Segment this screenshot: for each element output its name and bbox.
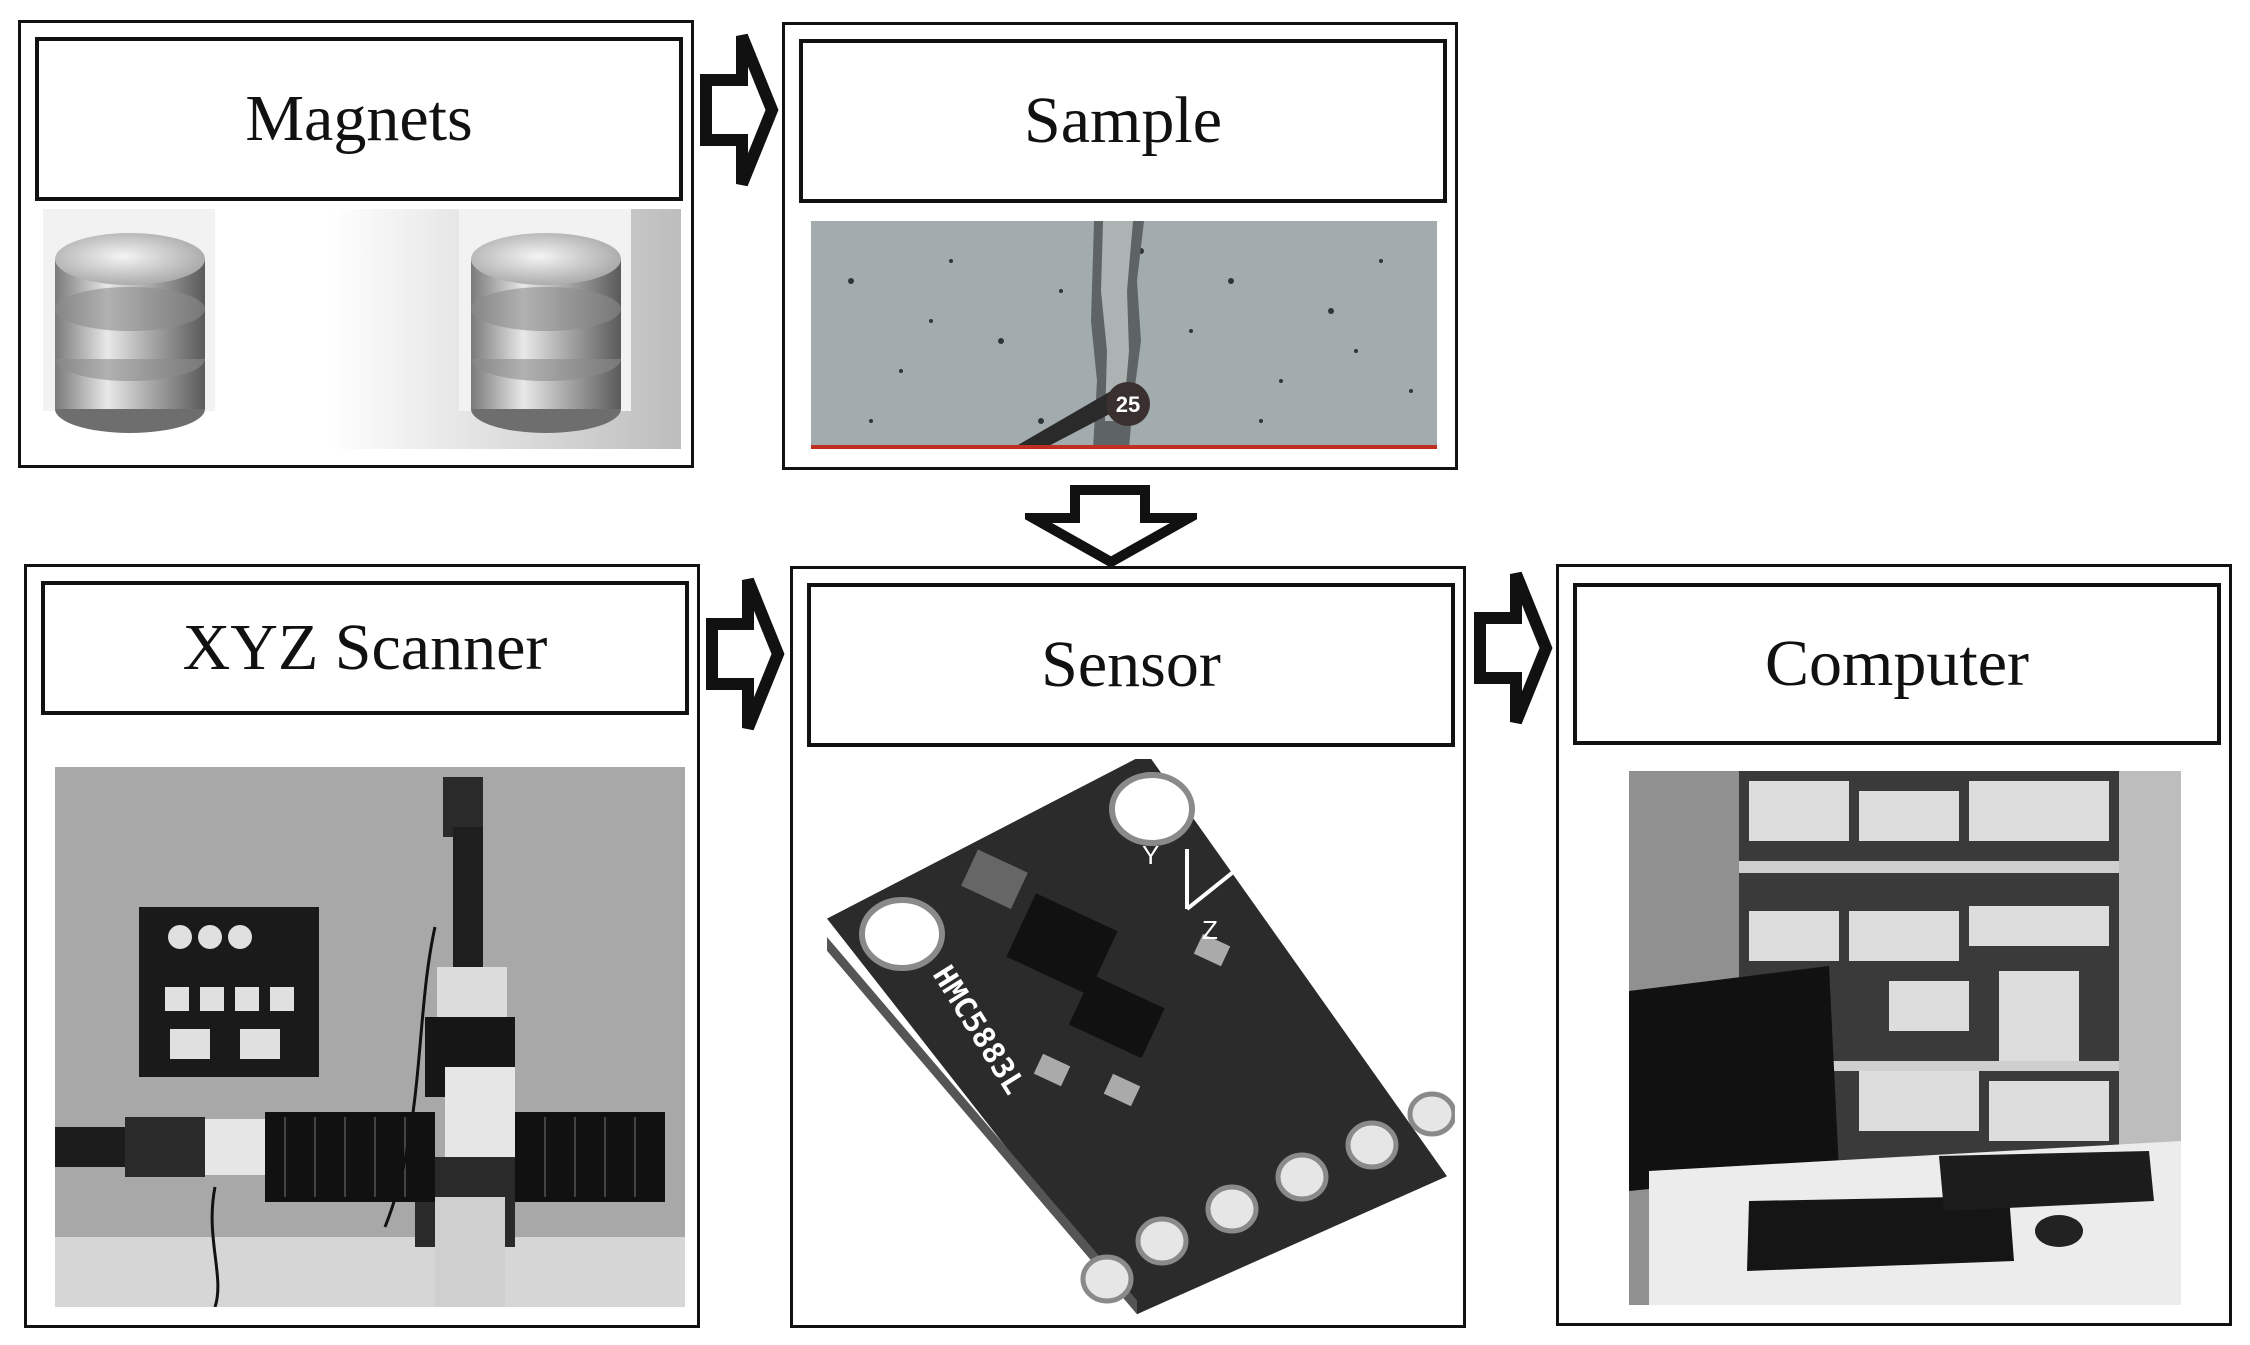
computer-node: Computer [1556,564,2232,1326]
computer-workstation-illustration [1629,771,2181,1305]
sensor-axis-z: Z [1202,915,1218,945]
sample-label: Sample [799,39,1447,203]
xyz-scanner-illustration [55,767,685,1307]
arrow-sample-to-sensor [1025,485,1197,568]
magnets-node: Magnets [18,20,694,468]
magnetometer-board-illustration: Y X Z HMC5883L [807,759,1455,1319]
sample-marker-text: 25 [1116,392,1140,417]
concrete-sample-illustration: 25 [811,221,1437,449]
sample-node: Sample 25 [782,22,1458,470]
sensor-image: Y X Z HMC5883L [807,759,1455,1319]
sensor-label: Sensor [807,583,1455,747]
computer-label: Computer [1573,583,2221,745]
magnets-image [43,209,681,449]
magnets-label: Magnets [35,37,683,201]
xyz-scanner-image [55,767,685,1307]
magnet-stack-illustration [43,209,681,449]
arrow-scanner-to-sensor [706,577,785,731]
sample-image: 25 [811,221,1437,449]
arrow-magnets-to-sample [700,33,779,187]
arrow-sensor-to-computer [1474,571,1553,725]
xyz-scanner-label: XYZ Scanner [41,581,689,715]
xyz-scanner-node: XYZ Scanner [24,564,700,1328]
computer-image [1629,771,2181,1305]
sensor-node: Sensor Y X Z HMC5883L [790,566,1466,1328]
sensor-axis-y: Y [1142,840,1159,870]
sensor-axis-x: X [1227,830,1244,860]
